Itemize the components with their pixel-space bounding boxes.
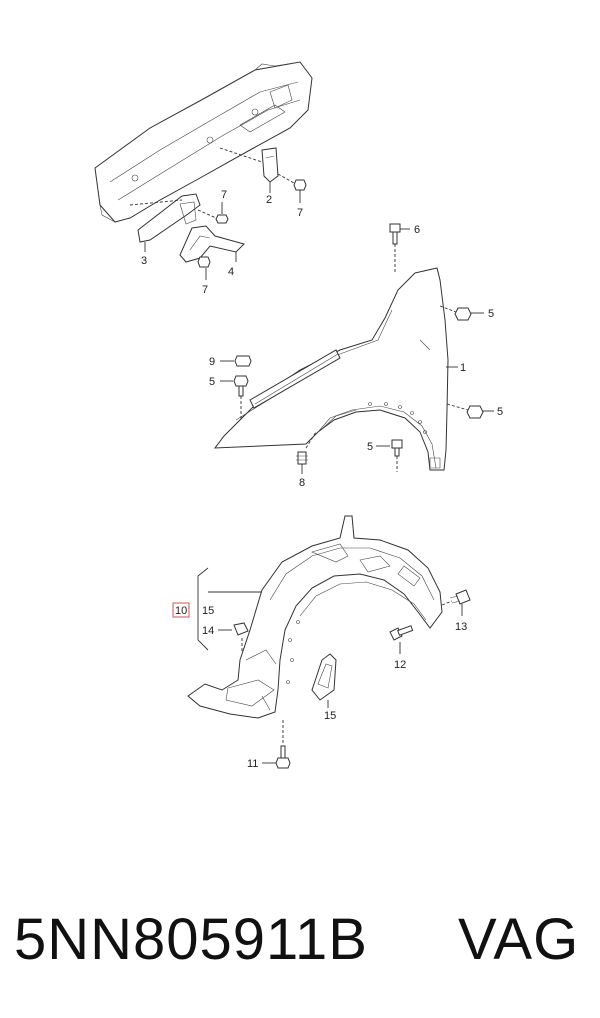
callout-1: 1: [460, 362, 466, 374]
part-number: 5NN805911B: [14, 907, 368, 972]
nut-14: [218, 622, 249, 652]
bolt-6: [389, 223, 410, 272]
bracket-2: [219, 147, 279, 193]
bolt-5-bottom: [376, 439, 403, 472]
callout-7-upper-right: 7: [297, 207, 303, 219]
callout-15-group: 15: [202, 605, 214, 617]
callout-12: 12: [394, 659, 406, 671]
bracket-4: [179, 225, 245, 263]
brand-name: VAG: [458, 907, 580, 972]
group-bracket-10: [197, 567, 262, 651]
callout-5-lower-right: 5: [497, 406, 503, 418]
bolt-5-left: [220, 375, 249, 420]
fender-panel: [213, 267, 449, 471]
callout-9: 9: [209, 356, 215, 368]
callout-10: 10: [175, 605, 187, 617]
callout-11: 11: [247, 758, 258, 770]
callout-2: 2: [266, 194, 272, 206]
front-structure-rail: [94, 61, 313, 223]
clip-8: [296, 431, 317, 474]
wheel-housing-liner: [187, 515, 443, 719]
callout-8: 8: [299, 477, 305, 489]
callout-5-left: 5: [209, 376, 215, 388]
callout-3: 3: [141, 255, 147, 267]
footer: 5NN805911B VAG: [0, 895, 600, 985]
bolt-11: [262, 720, 291, 769]
callout-13: 13: [455, 621, 467, 633]
bracket-3: [129, 193, 201, 252]
bolt-7-lower: [197, 256, 211, 280]
clip-13: [441, 589, 471, 616]
parts-diagram: 1 2 3 4 5 5 5 5 6 7 7 7 8 9 10 11 12 13 …: [94, 61, 503, 770]
callout-7-lower: 7: [202, 284, 208, 296]
nut-9: [220, 355, 252, 367]
callout-4: 4: [228, 266, 234, 278]
bracket-15: [311, 653, 337, 708]
callout-6: 6: [414, 224, 420, 236]
callout-7-center: 7: [221, 189, 227, 201]
callout-14: 14: [202, 625, 214, 637]
callout-5-bottom: 5: [367, 441, 373, 453]
bolt-12: [389, 625, 414, 654]
bolt-5-upper-right: [439, 305, 484, 321]
callout-5-upper-right: 5: [488, 308, 494, 320]
callout-10-highlight: [172, 602, 190, 618]
bolt-7-upper: [277, 173, 307, 203]
bolt-5-lower-right: [446, 403, 494, 419]
bolt-7-center: [197, 202, 229, 224]
callout-15-bracket: 15: [324, 710, 336, 722]
